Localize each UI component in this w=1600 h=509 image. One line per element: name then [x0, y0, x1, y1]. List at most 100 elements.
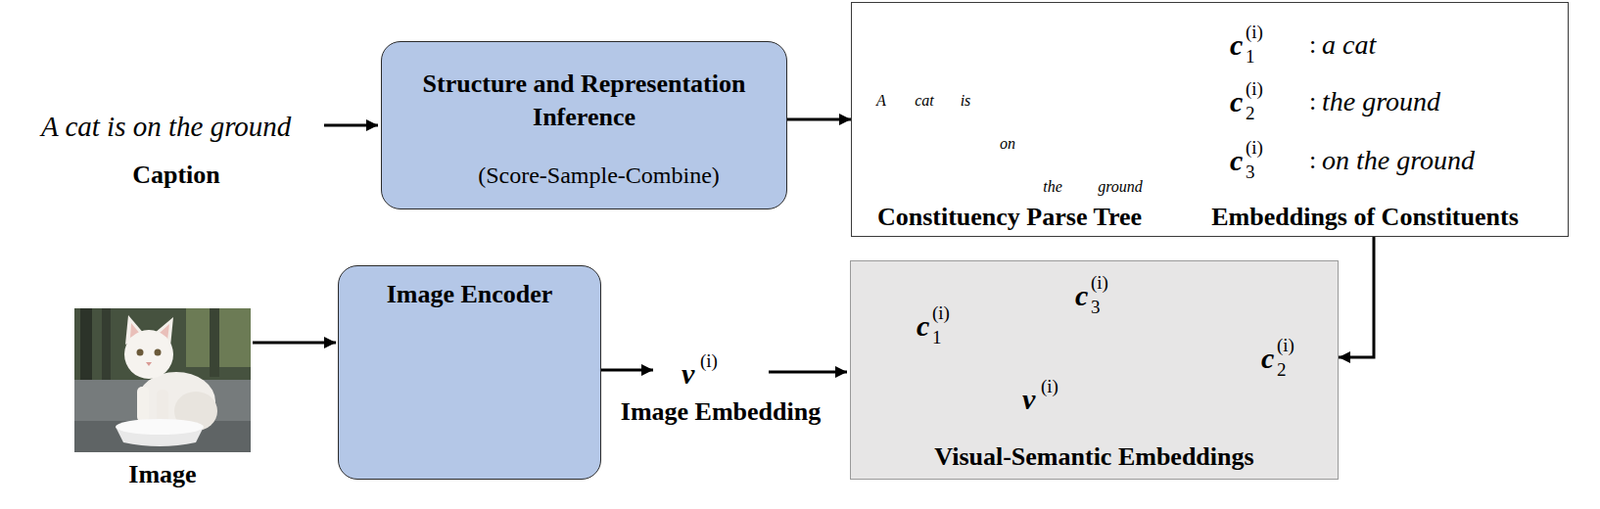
output-neuron — [548, 420, 566, 438]
box-subtitle: (Score-Sample-Combine) — [411, 161, 787, 189]
flow-arrow — [787, 118, 851, 122]
network-connection — [464, 376, 558, 405]
network-connection — [464, 379, 558, 402]
network-connection — [371, 328, 465, 442]
hidden-neuron — [455, 441, 473, 460]
panel-heading: Visual-Semantic Embeddings — [850, 443, 1338, 471]
fence-post — [209, 308, 220, 377]
point-label-symbol: c — [916, 309, 930, 343]
point-label-symbol: c — [1075, 279, 1088, 313]
encoder-box: Image Encoder — [337, 265, 602, 480]
constituent-subscript: 1 — [1245, 46, 1256, 68]
tree-word: is — [960, 92, 972, 110]
cat-eye — [154, 349, 162, 357]
panel-heading: Embeddings of Constituents — [1211, 203, 1519, 232]
fence-post — [80, 308, 93, 387]
caption-sentence: A cat is on the ground — [41, 110, 291, 143]
output-neuron — [548, 371, 566, 389]
network-connection — [464, 328, 558, 405]
hidden-neuron — [455, 368, 473, 386]
encoder-arrow — [594, 369, 654, 373]
network-connection — [464, 425, 558, 429]
tree-branch — [883, 66, 925, 87]
constituent-point — [1074, 331, 1098, 356]
network-connection — [371, 390, 465, 451]
network-connection — [371, 343, 465, 353]
network-connection — [464, 328, 558, 429]
network-connection — [371, 390, 465, 426]
fence-post — [101, 308, 111, 382]
network-connection — [464, 328, 558, 380]
constituent-text: a cat — [1321, 29, 1376, 61]
network-connection — [371, 352, 465, 391]
image-embedding-symbol: v — [681, 357, 695, 391]
network-connection — [371, 343, 465, 426]
box-title: Structure and Representation Inference — [391, 67, 777, 135]
point-label-subscript: 3 — [1090, 296, 1101, 319]
network-connection — [464, 404, 558, 426]
hidden-neuron — [455, 319, 473, 337]
constituent-superscript: (i) — [1245, 21, 1264, 44]
flow-arrow — [1338, 236, 1374, 358]
network-connection — [464, 404, 558, 451]
input-label: Caption — [132, 160, 221, 190]
input-neuron — [362, 381, 380, 400]
constituent-point — [1226, 346, 1251, 371]
tree-word: cat — [914, 92, 935, 110]
point-label-superscript: (i) — [1040, 376, 1059, 398]
network-connection — [371, 425, 465, 442]
tree-word: ground — [1097, 178, 1143, 196]
constituent-text: the ground — [1321, 86, 1441, 118]
tree-word: on — [999, 135, 1016, 153]
cat-leg — [156, 389, 169, 424]
network-connection — [464, 379, 558, 451]
panel-heading: Constituency Parse Tree — [877, 203, 1142, 232]
embedding-label: Image Embedding — [620, 397, 821, 427]
network-connection — [464, 355, 558, 426]
box-title: Image Encoder — [338, 281, 601, 309]
network-connection — [464, 352, 558, 356]
output-neuron — [548, 395, 566, 414]
image-arrow — [252, 341, 336, 345]
input-neuron — [362, 334, 380, 353]
network-connection — [371, 401, 465, 442]
network-connection — [371, 352, 465, 442]
point-label-superscript: (i) — [1276, 334, 1295, 357]
network-connection — [464, 428, 558, 451]
cat-leg — [137, 386, 149, 423]
network-connection — [371, 376, 465, 442]
cat-photo — [74, 308, 251, 453]
constituent-subscript: 3 — [1245, 161, 1256, 184]
point-label-symbol: c — [1261, 341, 1274, 376]
network-connection — [464, 352, 558, 429]
constituent-symbol: c — [1229, 85, 1243, 119]
tree-word: A — [876, 92, 887, 110]
constituent-text: on the ground — [1321, 144, 1475, 177]
tree-word: the — [1042, 178, 1063, 196]
point-label-superscript: (i) — [1090, 272, 1109, 294]
cat-head — [124, 329, 174, 379]
input-neuron — [362, 432, 380, 451]
output-neuron — [548, 346, 566, 365]
cat-eye — [137, 349, 144, 357]
network-connection — [464, 376, 558, 429]
network-connection — [371, 390, 465, 402]
constituent-subscript: 2 — [1245, 102, 1256, 125]
image-embedding-superscript: (i) — [700, 350, 718, 373]
caption-arrow — [324, 124, 378, 128]
separator: : — [1309, 30, 1317, 60]
network-connection — [464, 355, 558, 402]
hidden-neuron — [455, 417, 473, 435]
network-connection — [371, 328, 465, 391]
input-label: Image — [128, 460, 196, 490]
network-connection — [371, 441, 465, 451]
constituent-symbol: c — [1229, 143, 1243, 178]
network-connection — [464, 328, 558, 356]
point-label-superscript: (i) — [932, 302, 950, 325]
parse-tree — [883, 23, 1121, 174]
photo-ground — [74, 379, 251, 453]
image-point — [1035, 350, 1060, 375]
network-connection — [371, 376, 465, 391]
bowl-rim — [115, 419, 204, 435]
